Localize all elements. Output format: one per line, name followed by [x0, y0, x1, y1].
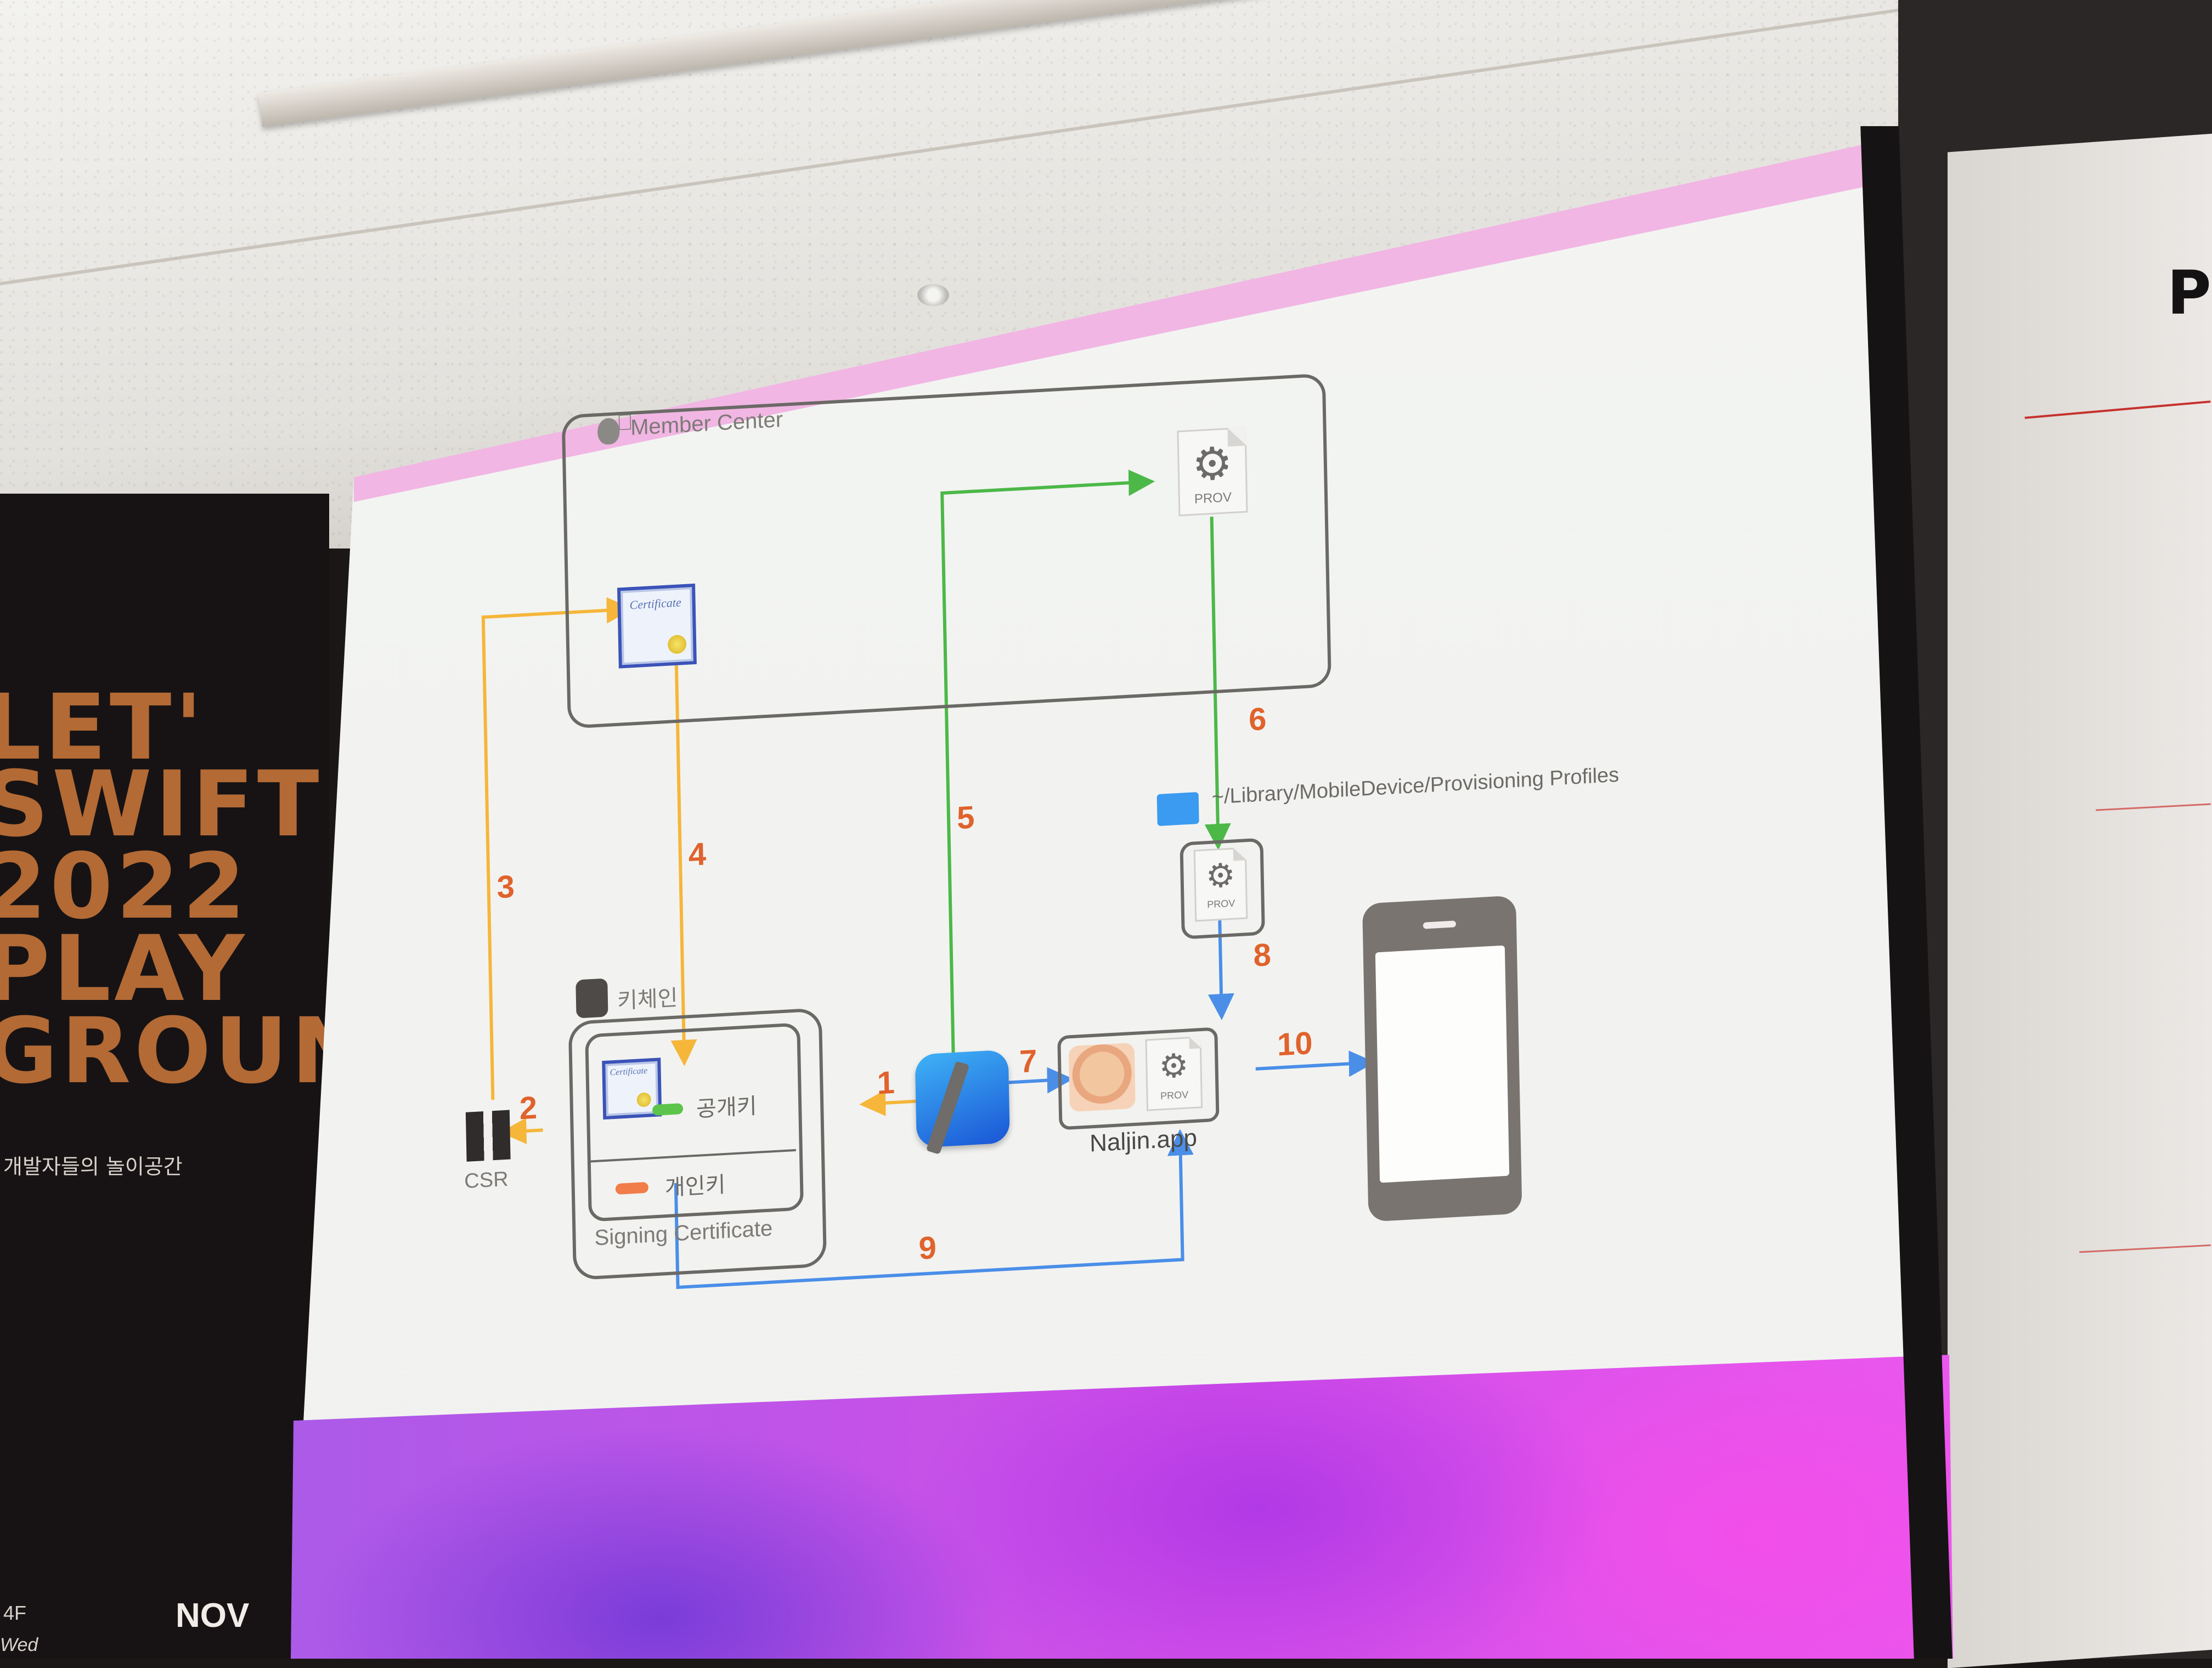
- local-provisioning-profile-icon: ⚙ PROV: [1193, 847, 1248, 922]
- certificate-seal-icon: [667, 634, 687, 654]
- step-number-3: 3: [496, 868, 515, 906]
- certificate-icon: Certificate: [617, 583, 697, 669]
- event-banner: LET' SWIFT 2022 PLAY GROUND 개발자들의 놀이공간 4…: [0, 494, 445, 1659]
- diagram-arrows: [481, 470, 1375, 1290]
- step-number-2: 2: [519, 1089, 538, 1127]
- private-key-icon: [615, 1181, 649, 1195]
- provisioning-profile-icon: ⚙ PROV: [1177, 427, 1248, 517]
- iphone-icon: [1362, 895, 1522, 1222]
- prov-label: PROV: [1160, 1089, 1189, 1102]
- arrow-step-9: [674, 1129, 1194, 1290]
- step-number-7: 7: [1019, 1043, 1037, 1080]
- arrow-step-5: [940, 470, 1155, 1053]
- iphone-screen: [1375, 945, 1510, 1183]
- step-number-8: 8: [1253, 936, 1272, 974]
- arrow-step-3: [481, 597, 633, 1100]
- public-key-label: 공개키: [696, 1094, 758, 1122]
- right-banner: [1948, 133, 2212, 1668]
- embedded-provisioning-profile-icon: ⚙ PROV: [1145, 1036, 1203, 1111]
- banner-line: PLAY: [0, 916, 248, 1021]
- banner-subtitle: 개발자들의 놀이공간: [3, 1155, 183, 1179]
- gear-icon: ⚙: [1158, 1047, 1189, 1085]
- keychain-label: 키체인: [617, 986, 678, 1014]
- iphone-speaker: [1423, 920, 1457, 929]
- csr-label: CSR: [464, 1167, 509, 1194]
- arrow-step-8: [1208, 911, 1234, 1020]
- banner-floor: 4F: [3, 1602, 27, 1624]
- csr-tuxedo-icon: [465, 1110, 511, 1162]
- arrow-step-4: [670, 639, 697, 1066]
- banner-line: SWIFT: [0, 751, 323, 857]
- private-key-label: 개인키: [664, 1173, 726, 1201]
- banner-month: NOV: [176, 1597, 250, 1635]
- step-number-4: 4: [688, 836, 707, 873]
- arrow-step-7: [1008, 1067, 1074, 1094]
- certificate-text: Certificate: [629, 595, 681, 612]
- gear-icon: ⚙: [1192, 438, 1233, 490]
- arrow-step-1: [859, 1089, 916, 1116]
- prov-label: PROV: [1194, 489, 1232, 507]
- step-number-6: 6: [1248, 700, 1267, 738]
- step-number-10: 10: [1277, 1025, 1313, 1063]
- banner-line: 2022: [0, 834, 249, 939]
- arrow-step-6: [1204, 516, 1231, 850]
- certificate-text: Certificate: [610, 1066, 648, 1078]
- apple-logo-icon: [597, 417, 620, 445]
- certificate-seal-icon: [636, 1092, 651, 1107]
- arrow-step-10: [1255, 1050, 1375, 1077]
- keychain-app-icon: [575, 978, 608, 1019]
- step-number-1: 1: [876, 1064, 895, 1101]
- folder-icon: [1156, 791, 1199, 827]
- step-number-5: 5: [956, 799, 975, 836]
- smoke-detector: [917, 284, 949, 306]
- banner-day: Wed: [0, 1635, 38, 1655]
- app-icon-face: [1068, 1042, 1136, 1112]
- prov-label: PROV: [1207, 897, 1235, 911]
- right-banner-letter: P: [2167, 258, 2211, 328]
- banner-line: LET': [0, 675, 206, 780]
- public-key-icon: [652, 1103, 684, 1116]
- step-number-9: 9: [918, 1230, 937, 1266]
- code-signing-diagram:  Member Center Certificate ⚙ PROV ~/Lib…: [329, 242, 1943, 1482]
- gear-icon: ⚙: [1205, 856, 1236, 895]
- arrow-step-2: [500, 1117, 543, 1144]
